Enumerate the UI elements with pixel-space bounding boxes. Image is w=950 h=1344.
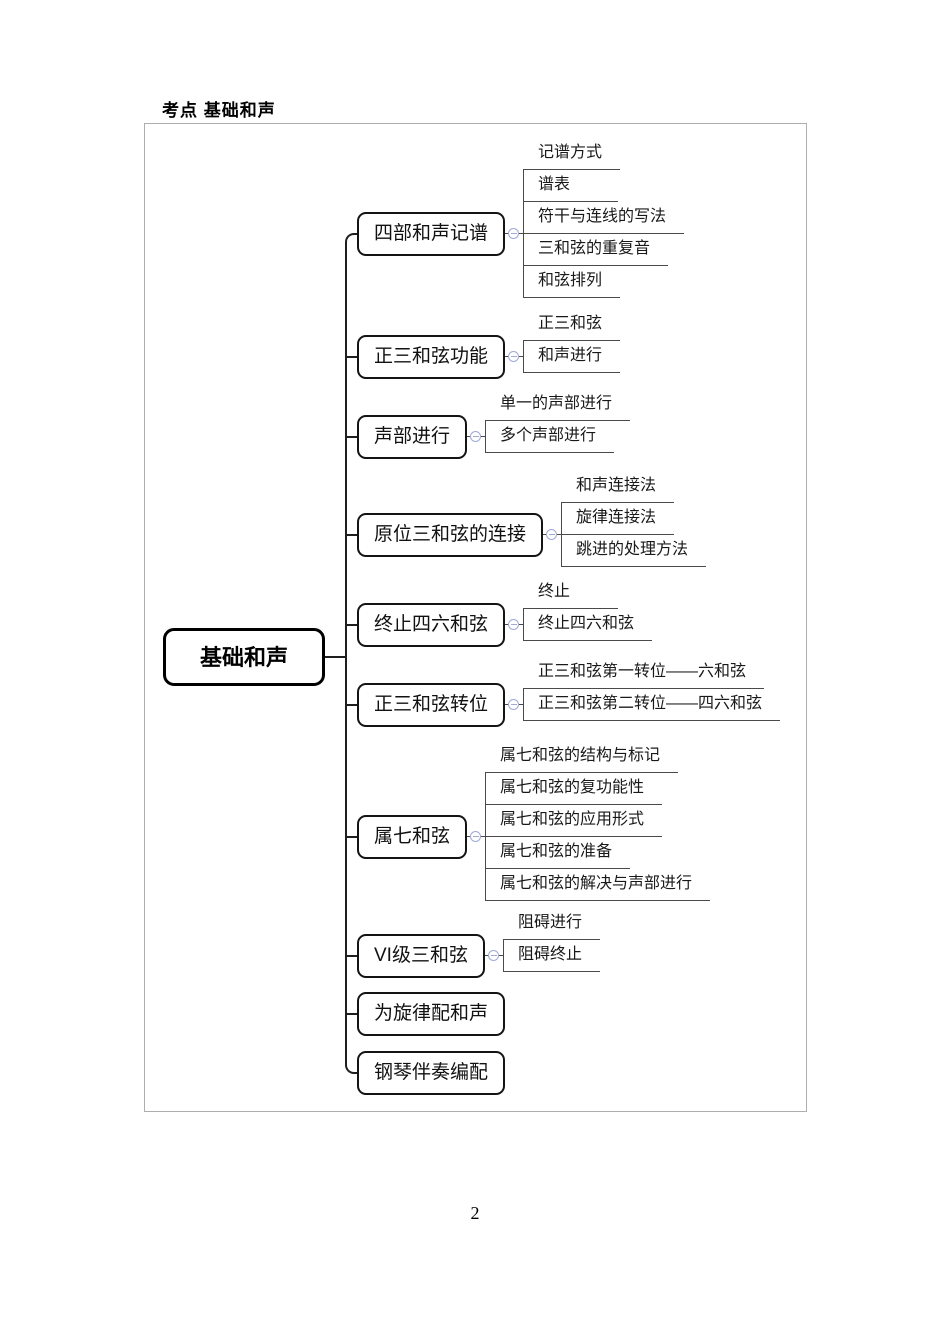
children-bracket-line: [485, 420, 486, 453]
child-topic: 属七和弦的复功能性: [485, 773, 663, 805]
child-topic: 跳进的处理方法: [561, 535, 707, 567]
child-topic: 谱表: [523, 170, 618, 202]
child-topic: 终止四六和弦: [523, 609, 653, 641]
branch-connector-line: [345, 436, 357, 438]
child-topic: 终止: [523, 577, 618, 609]
page-title: 考点 基础和声: [162, 101, 276, 120]
root-connector-line: [325, 656, 347, 658]
child-topic: 阻碍终止: [503, 940, 601, 972]
child-topic: 记谱方式: [523, 138, 621, 170]
children-bracket-line: [523, 608, 524, 641]
branch-node: 四部和声记谱: [357, 212, 506, 256]
child-topic: 正三和弦第一转位——六和弦: [523, 657, 765, 689]
children-group: 记谱方式谱表符干与连线的写法三和弦的重复音和弦排列: [523, 138, 685, 298]
child-topic: 属七和弦的应用形式: [485, 805, 663, 837]
child-topic: 和声连接法: [561, 471, 675, 503]
collapse-minus-icon: [508, 699, 519, 710]
branch-connector-line: [345, 704, 357, 706]
branch-node: 正三和弦转位: [357, 683, 506, 727]
branch-connector-line: [345, 624, 357, 626]
collapse-minus-icon: [488, 950, 499, 961]
branch-node: 钢琴伴奏编配: [357, 1051, 506, 1095]
branch-node: 声部进行: [357, 415, 468, 459]
child-topic: 多个声部进行: [485, 421, 615, 453]
branch-connector-line: [345, 955, 357, 957]
trunk-line: [345, 243, 347, 1063]
branch-node: 正三和弦功能: [357, 335, 506, 379]
child-topic: 三和弦的重复音: [523, 234, 669, 266]
child-topic: 单一的声部进行: [485, 389, 631, 421]
branch-connector-line: [345, 356, 357, 358]
child-topic: 正三和弦: [523, 309, 621, 341]
children-group: 阻碍进行阻碍终止: [503, 908, 601, 972]
branch-node: 原位三和弦的连接: [357, 513, 544, 557]
mindmap-root-node: 基础和声: [162, 628, 325, 686]
children-group: 单一的声部进行多个声部进行: [485, 389, 631, 453]
collapse-minus-icon: [508, 351, 519, 362]
child-topic: 阻碍进行: [503, 908, 601, 940]
branch-connector-line: [345, 836, 357, 838]
branch-connector-line: [345, 534, 357, 536]
collapse-minus-icon: [470, 431, 481, 442]
branch-node: 终止四六和弦: [357, 603, 506, 647]
branch-node: VI级三和弦: [357, 934, 485, 978]
children-bracket-line: [523, 688, 524, 721]
collapse-minus-icon: [508, 228, 519, 239]
child-topic: 和弦排列: [523, 266, 621, 298]
child-topic: 和声进行: [523, 341, 621, 373]
children-bracket-line: [523, 340, 524, 373]
branch-connector-line: [345, 1013, 357, 1015]
children-group: 正三和弦第一转位——六和弦正三和弦第二转位——四六和弦: [523, 657, 781, 721]
child-topic: 属七和弦的准备: [485, 837, 631, 869]
page-number: 2: [470, 1203, 480, 1223]
children-group: 和声连接法旋律连接法跳进的处理方法: [561, 471, 707, 567]
children-group: 属七和弦的结构与标记属七和弦的复功能性属七和弦的应用形式属七和弦的准备属七和弦的…: [485, 741, 711, 901]
child-topic: 正三和弦第二转位——四六和弦: [523, 689, 781, 721]
branch-node: 属七和弦: [357, 815, 468, 859]
children-bracket-line: [503, 939, 504, 972]
branch-node: 为旋律配和声: [357, 992, 506, 1036]
collapse-minus-icon: [508, 619, 519, 630]
children-group: 正三和弦和声进行: [523, 309, 621, 373]
trunk-bottom-corner: [345, 1063, 358, 1074]
child-topic: 符干与连线的写法: [523, 202, 685, 234]
trunk-top-corner: [345, 233, 358, 244]
children-group: 终止终止四六和弦: [523, 577, 653, 641]
child-topic: 属七和弦的解决与声部进行: [485, 869, 711, 901]
collapse-minus-icon: [470, 831, 481, 842]
collapse-minus-icon: [546, 529, 557, 540]
child-topic: 属七和弦的结构与标记: [485, 741, 679, 773]
child-topic: 旋律连接法: [561, 503, 675, 535]
